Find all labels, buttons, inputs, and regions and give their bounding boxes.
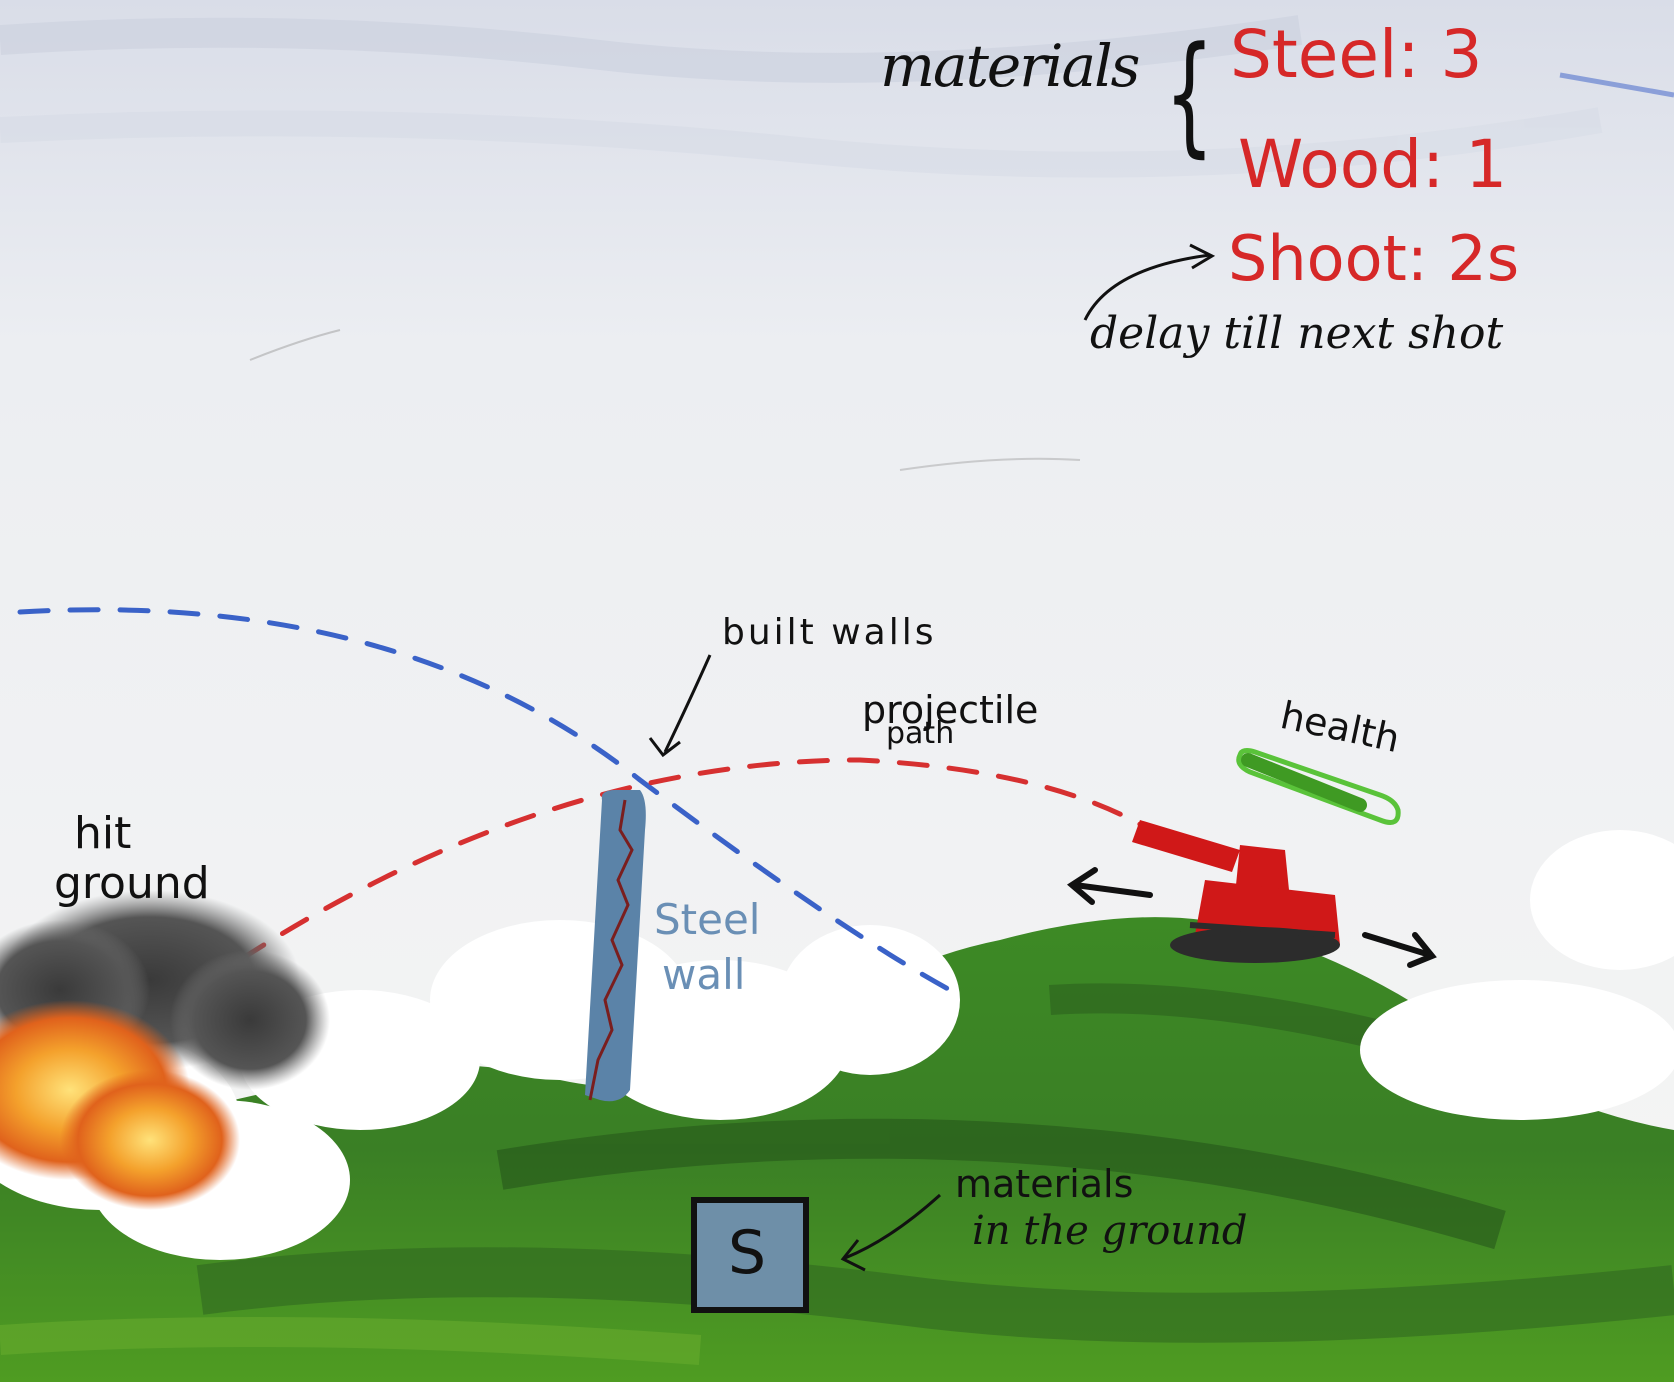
explosion-icon [0,890,330,1210]
projectile-path-label-1: projectile [862,688,1039,732]
materials-ground-arrow [840,1193,942,1272]
shoot-note-arrow [1083,243,1216,321]
projectile-path-label-2: path [886,716,955,751]
health-bar [1236,748,1401,825]
projectile-path-blue [17,607,953,993]
projectile-path-red [237,757,1153,963]
built-walls-arrow [648,654,712,758]
move-left-arrow [1066,867,1153,905]
materials-ground-label-2: in the ground [972,1208,1248,1254]
steel-wall-label-2: wall [662,950,746,999]
hill-shading [0,983,1674,1365]
ground-block-label: S [728,1218,767,1288]
steel-count: Steel: 3 [1230,16,1483,93]
sky-streaks [0,15,1674,471]
materials-label: materials [880,32,1140,100]
hit-ground-label-2: ground [54,858,210,909]
move-right-arrow [1362,932,1437,968]
shoot-note: delay till next shot [1090,308,1504,359]
materials-ground-label-1: materials [955,1162,1134,1206]
built-walls-label: built walls [722,612,937,653]
steel-wall [585,790,646,1102]
tank-icon [1132,820,1340,963]
steel-block-icon [691,1197,809,1313]
shoot-delay: Shoot: 2s [1228,222,1520,295]
materials-brace: { [1164,18,1215,170]
hit-ground-label-1: hit [74,808,132,859]
steel-wall-label-1: Steel [654,895,761,944]
wood-count: Wood: 1 [1238,126,1508,203]
